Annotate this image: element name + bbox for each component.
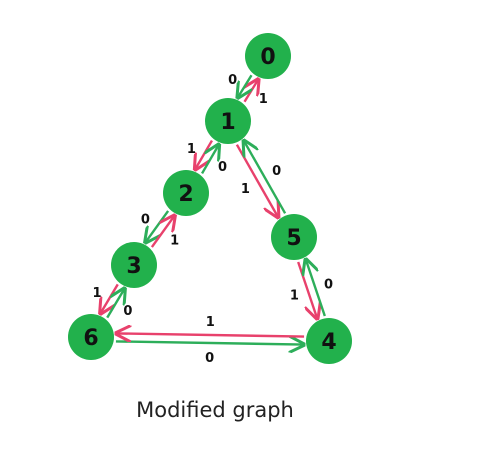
node-2: 2 — [163, 170, 209, 216]
edge-weight-label-2-3: 0 — [141, 212, 150, 227]
edge-4-to-5 — [306, 259, 326, 317]
edge-5-to-1 — [244, 141, 287, 214]
edge-5-to-4 — [297, 261, 317, 319]
edge-weight-label-2-1: 0 — [218, 160, 227, 175]
node-label-4: 4 — [321, 330, 336, 355]
node-label-0: 0 — [260, 45, 275, 70]
node-label-3: 3 — [126, 254, 141, 279]
node-circle-0 — [245, 33, 291, 79]
node-circle-5 — [271, 214, 317, 260]
edge-1-to-2 — [195, 139, 213, 170]
edge-6-to-3 — [106, 289, 124, 319]
edge-weight-label-4-6: 1 — [206, 315, 215, 330]
node-label-2: 2 — [178, 182, 193, 207]
edge-3-to-6 — [100, 283, 119, 313]
diagram-caption: Modified graph — [136, 398, 294, 422]
node-3: 3 — [111, 242, 157, 288]
node-4: 4 — [306, 318, 352, 364]
node-label-1: 1 — [220, 110, 235, 135]
node-circle-4 — [306, 318, 352, 364]
edge-weight-label-1-5: 1 — [241, 182, 250, 197]
node-circle-6 — [68, 314, 114, 360]
edge-2-to-1 — [201, 145, 219, 175]
edge-weight-label-6-4: 0 — [205, 351, 214, 366]
edge-weight-label-1-0: 1 — [259, 92, 268, 107]
node-circle-3 — [111, 242, 157, 288]
edge-weight-label-5-4: 1 — [290, 289, 299, 304]
edge-weight-label-3-2: 1 — [170, 234, 179, 249]
node-label-6: 6 — [83, 326, 98, 351]
node-6: 6 — [68, 314, 114, 360]
node-circle-1 — [205, 98, 251, 144]
edge-weight-label-0-1: 0 — [228, 73, 237, 88]
edge-weight-label-6-3: 0 — [123, 304, 132, 319]
node-label-5: 5 — [286, 226, 301, 251]
node-circle-2 — [163, 170, 209, 216]
edge-3-to-2 — [150, 216, 175, 248]
node-1: 1 — [205, 98, 251, 144]
edge-0-to-1 — [238, 74, 252, 97]
edge-weight-label-4-5: 0 — [324, 277, 333, 292]
node-0: 0 — [245, 33, 291, 79]
edge-weight-label-5-1: 0 — [272, 164, 281, 179]
edge-weight-label-1-2: 1 — [187, 142, 196, 157]
edge-6-to-4 — [115, 341, 304, 344]
node-5: 5 — [271, 214, 317, 260]
edge-4-to-6 — [116, 333, 305, 336]
edge-weight-label-3-6: 1 — [93, 286, 102, 301]
